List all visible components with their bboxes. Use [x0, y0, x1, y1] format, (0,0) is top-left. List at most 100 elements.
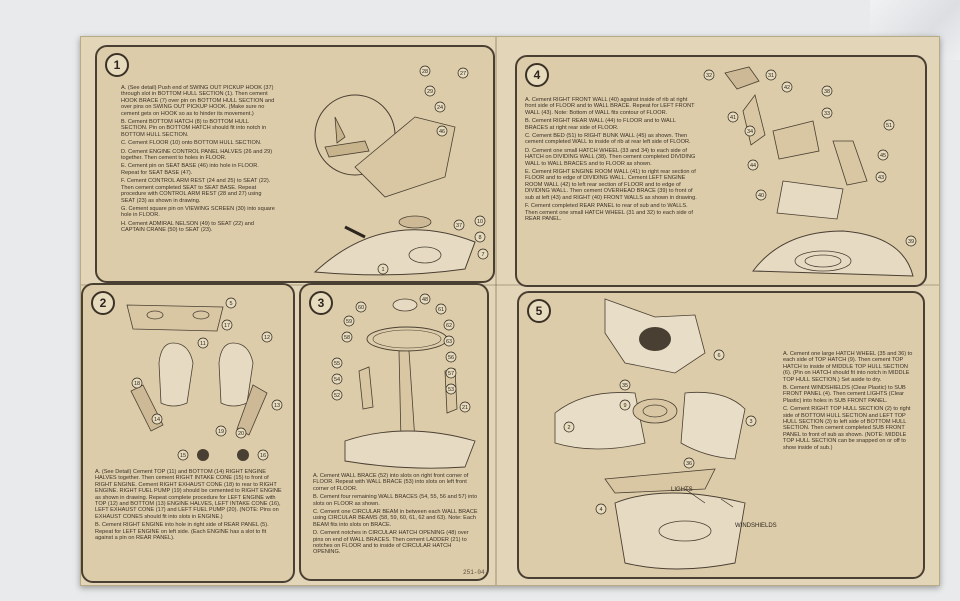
instruction: C. Cement one CIRCULAR BEAM in between e…	[313, 509, 478, 528]
part-number: 52	[334, 393, 340, 399]
part-number: 33	[824, 111, 830, 117]
part-number: 55	[334, 361, 340, 367]
part-number: 57	[448, 371, 454, 377]
part-number: 43	[878, 175, 884, 181]
part-number: 44	[750, 163, 756, 169]
step-3-instructions: A. Cement WALL BRACE (52) into slots on …	[313, 473, 479, 558]
part-callouts: 28 27 29 24 46 10 37 8 7 1	[377, 65, 489, 275]
part-number: 29	[427, 89, 433, 95]
part-number: 4	[599, 507, 602, 513]
part-number: 63	[446, 339, 452, 345]
assembly-diagram: 48 60 61 59 62 58 63 55 56 54 57 52 53 2…	[331, 293, 476, 469]
part-callouts: 48 60 61 59 62 58 63 55 56 54 57 52 53 2…	[331, 293, 471, 413]
part-number: 16	[260, 453, 266, 459]
part-number: 41	[730, 115, 736, 121]
instruction: E. Cement pin on SEAT BASE (46) into hol…	[121, 163, 259, 176]
part-number: 9	[623, 403, 626, 409]
part-number: 18	[134, 381, 140, 387]
instruction: B. Cement WINDSHIELDS (Clear Plastic) to…	[783, 385, 906, 404]
part-callouts: 32 31 42 38 41 33 34 51 45 44 43 40 39	[703, 69, 917, 247]
part-callouts: 5 11 17 12 18 14 13 19 20 15 16	[131, 297, 283, 461]
part-number: 11	[200, 341, 206, 347]
step-4-instructions: A. Cement RIGHT FRONT WALL (40) against …	[525, 97, 697, 224]
part-number: 12	[264, 335, 270, 341]
step-2-instructions: A. (See Detail) Cement TOP (11) and BOTT…	[95, 469, 283, 543]
instruction: H. Cement ADMIRAL NELSON (49) to SEAT (2…	[121, 220, 254, 234]
part-number: 36	[686, 461, 692, 467]
part-number: 10	[477, 219, 483, 225]
part-number: 58	[344, 335, 350, 341]
part-number: 51	[886, 123, 892, 129]
part-number: 13	[274, 403, 280, 409]
instruction: F. Cement CONTROL ARM REST (24 and 25) t…	[121, 178, 271, 204]
part-number: 34	[747, 129, 753, 135]
step-5-instructions: A. Cement one large HATCH WHEEL (35 and …	[783, 351, 915, 453]
step-5-panel: 5 6 35 9 2 3 36	[517, 291, 925, 579]
instruction-sheet: 1 A. (See detail) Push end of SWING OUT …	[80, 36, 940, 586]
sheet-code: 251-04	[463, 569, 485, 576]
windshields-label: WINDSHIELDS	[735, 523, 777, 529]
part-number: 61	[438, 307, 444, 313]
part-number: 5	[229, 301, 232, 307]
step-5-drawing: 6 35 9 2 3 36 4 LIGHTS WINDSHIELDS	[545, 293, 779, 575]
part-number: 31	[768, 73, 774, 79]
part-number: 27	[460, 71, 466, 77]
step-number: 3	[309, 291, 333, 315]
step-3-panel: 3 48 60 61 59 62 58 63 55 56	[299, 283, 489, 581]
step-4-panel: 4 A. Cement RIGHT FRONT WALL (40) agains…	[515, 55, 927, 287]
assembly-diagram: 5 11 17 12 18 14 13 19 20 15 16	[126, 297, 283, 461]
part-number: 60	[358, 305, 364, 311]
part-number: 19	[218, 429, 224, 435]
instruction: E. Cement RIGHT ENGINE ROOM WALL (41) to…	[525, 169, 697, 201]
part-number: 17	[224, 323, 230, 329]
part-number: 15	[180, 453, 186, 459]
instruction: C. Cement RIGHT TOP HULL SECTION (2) to …	[783, 406, 911, 451]
part-number: 20	[238, 431, 244, 437]
step-3-drawing: 48 60 61 59 62 58 63 55 56 54 57 52 53 2…	[315, 291, 481, 471]
part-number: 62	[446, 323, 452, 329]
horizontal-fold	[81, 284, 939, 286]
part-number: 6	[717, 353, 720, 359]
step-1-panel: 1 A. (See detail) Push end of SWING OUT …	[95, 45, 495, 283]
part-number: 39	[908, 239, 914, 245]
instruction: G. Cement square pin on VIEWING SCREEN (…	[121, 205, 275, 219]
part-number: 8	[478, 235, 481, 241]
part-number: 28	[422, 69, 428, 75]
part-callouts: 6 35 9 2 3 36 4 LIGHTS WINDSHIELDS	[563, 349, 777, 529]
part-number: 59	[346, 319, 352, 325]
instruction: B. Cement RIGHT REAR WALL (44) to FLOOR …	[525, 118, 676, 131]
instruction: A. Cement RIGHT FRONT WALL (40) against …	[525, 97, 695, 116]
instruction: D. Cement one small HATCH WHEEL (33 and …	[525, 147, 696, 167]
step-number: 5	[527, 299, 551, 323]
instruction: B. Cement four remaining WALL BRACES (54…	[313, 494, 478, 507]
part-number: 24	[437, 105, 443, 111]
instruction: A. Cement WALL BRACE (52) into slots on …	[313, 473, 469, 492]
vertical-fold	[495, 37, 497, 585]
step-1-instructions: A. (See detail) Push end of SWING OUT PI…	[121, 85, 275, 236]
instruction: C. Cement FLOOR (10) onto BOTTOM HULL SE…	[121, 140, 262, 147]
instruction: D. Cement notches in CIRCULAR HATCH OPEN…	[313, 530, 469, 556]
step-4-drawing: 32 31 42 38 41 33 34 51 45 44 43 40 39	[703, 61, 921, 281]
instruction: A. (See Detail) Cement TOP (11) and BOTT…	[95, 469, 282, 520]
part-number: 3	[749, 419, 752, 425]
instruction: A. (See detail) Push end of SWING OUT PI…	[121, 85, 275, 117]
instruction: C. Cement BED (51) to RIGHT BUNK WALL (4…	[525, 133, 691, 146]
step-2-drawing: 5 11 17 12 18 14 13 19 20 15 16	[93, 295, 285, 465]
step-1-drawing: 28 27 29 24 46 10 37 8 7 1	[275, 57, 489, 279]
part-number: 7	[481, 252, 484, 258]
part-number: 45	[880, 153, 886, 159]
part-number: 48	[422, 297, 428, 303]
part-number: 37	[456, 223, 462, 229]
instruction: B. Cement RIGHT ENGINE into hole in righ…	[95, 522, 269, 542]
part-number: 54	[334, 377, 340, 383]
part-number: 32	[706, 73, 712, 79]
part-number: 1	[381, 267, 384, 273]
instruction: F. Cement completed REAR PANEL to rear o…	[525, 203, 693, 222]
step-number: 4	[525, 63, 549, 87]
part-number: 40	[758, 193, 764, 199]
step-number: 2	[91, 291, 115, 315]
step-2-panel: 2 5 11 17 12 18 14 13	[81, 283, 295, 583]
instruction: A. Cement one large HATCH WHEEL (35 and …	[783, 351, 913, 383]
instruction: B. Cement BOTTOM HATCH (8) to BOTTOM HUL…	[121, 119, 267, 138]
part-number: 35	[622, 383, 628, 389]
